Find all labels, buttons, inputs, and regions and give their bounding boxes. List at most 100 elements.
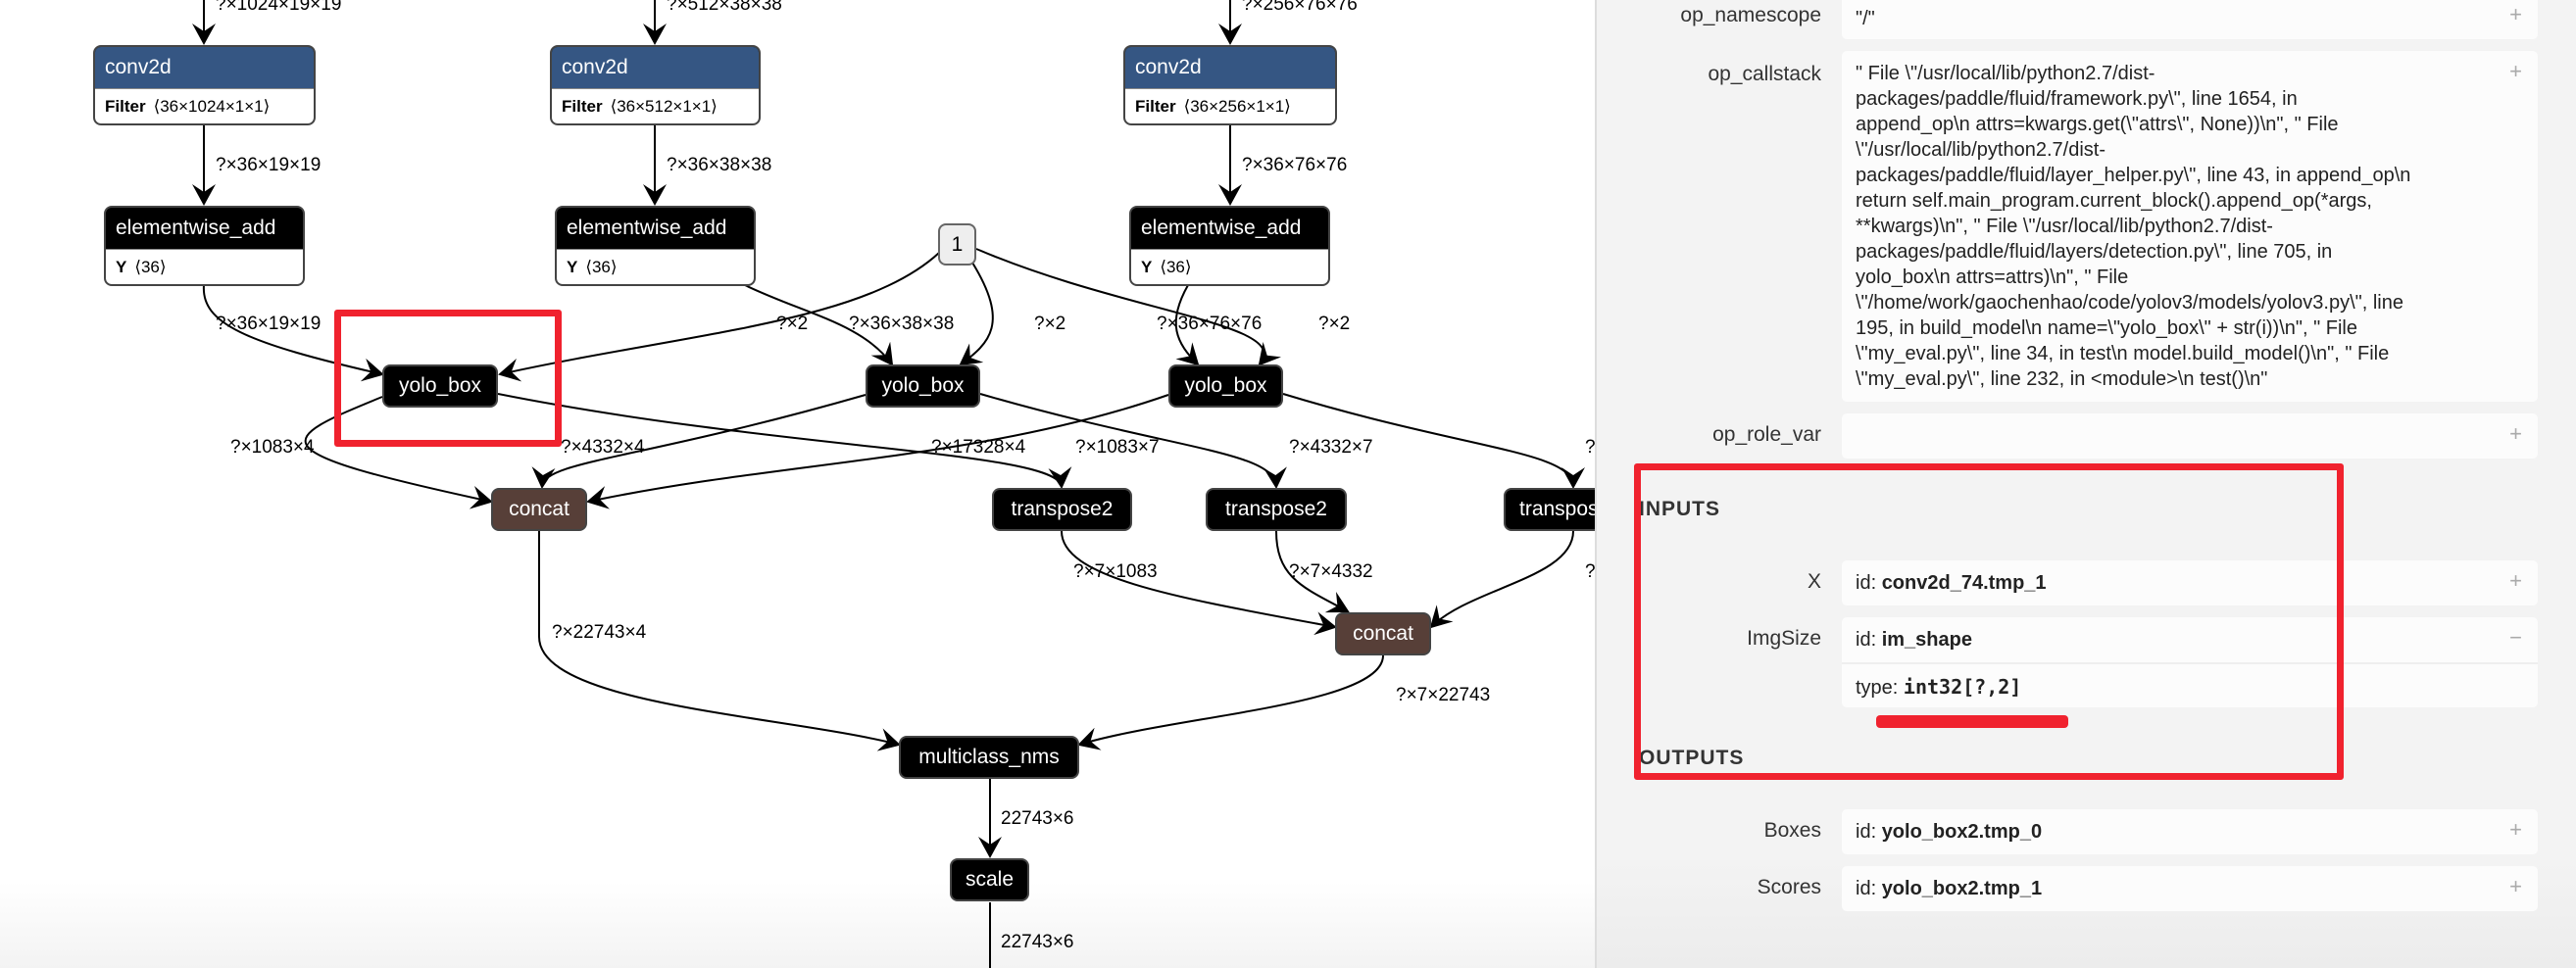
edge-label: ?×7×22743 [1396, 685, 1491, 705]
edge-label: ?×36×76×76 [1157, 314, 1263, 334]
attribute-name: op_callstack [1708, 63, 1821, 85]
edge-label: ?×256×76×76 [1242, 0, 1358, 15]
attribute-name: op_role_var [1712, 423, 1821, 446]
edge [498, 252, 940, 382]
callstack-line: \"/home/work/gaochenhao/code/yolov3/mode… [1856, 292, 2403, 314]
node-constant[interactable]: 1 [938, 223, 976, 266]
edge [1061, 530, 1337, 636]
highlight-box [1634, 463, 2344, 780]
node-yolo-box[interactable]: yolo_box [866, 364, 980, 408]
expand-icon[interactable]: + [2509, 59, 2522, 83]
attribute-value[interactable]: " File \"/usr/local/lib/python2.7/dist-p… [1842, 51, 2538, 402]
node-transpose2[interactable]: transpose2 [1206, 488, 1347, 531]
node-transpose2[interactable]: transpose2 [1504, 488, 1595, 531]
edge [497, 393, 1072, 489]
input-name: ImgSize [1747, 627, 1821, 650]
callstack-line: packages/paddle/fluid/layer_helper.py\",… [1856, 165, 2411, 186]
callstack-line: yolo_box\n attrs=attrs)\n", " File [1856, 266, 2129, 288]
edge-label: 22743×6 [1001, 932, 1074, 952]
edge-label: ?×7×1083 [1073, 561, 1158, 582]
edge [538, 531, 901, 751]
edge-label: ?×1083×4 [230, 437, 315, 458]
edge-label: ?×36×76×76 [1242, 155, 1348, 175]
edge [586, 394, 1169, 509]
edge-label: ? [1585, 437, 1595, 458]
edge-label: ?×7×4332 [1289, 561, 1373, 582]
edge-label: ?×2 [1318, 314, 1351, 334]
callstack-line: return self.main_program.current_block()… [1856, 190, 2372, 212]
attribute-value[interactable]: + [1842, 413, 2538, 459]
callstack-line: \"my_eval.py\", line 232, in <module>\n … [1856, 368, 2268, 390]
edge [1077, 654, 1384, 750]
edge [959, 262, 994, 366]
expand-icon[interactable]: + [2509, 568, 2522, 593]
input-name: X [1807, 570, 1821, 593]
edge-label: ?×2 [776, 314, 809, 334]
node-yolo-box[interactable]: yolo_box [1168, 364, 1283, 408]
node-concat[interactable]: concat [1335, 612, 1431, 655]
callstack-line: \"my_eval.py\", line 34, in test\n model… [1856, 343, 2390, 364]
properties-sidebar: op_namescope "/"+ op_callstack " File \"… [1595, 0, 2576, 968]
expand-icon[interactable]: + [2509, 2, 2522, 26]
edge-label: ? [1585, 561, 1595, 582]
edge [1174, 284, 1200, 366]
callstack-line: " File \"/usr/local/lib/python2.7/dist- [1856, 63, 2155, 84]
edge [744, 284, 894, 366]
attribute-value[interactable]: "/"+ [1842, 0, 2538, 39]
outputs-heading: OUTPUTS [1639, 747, 1745, 769]
edge-label: ?×36×19×19 [216, 155, 322, 175]
node-concat[interactable]: concat [491, 488, 587, 531]
edge-label: ?×4332×7 [1289, 437, 1373, 458]
edge-label: ?×512×38×38 [667, 0, 782, 15]
collapse-icon[interactable]: − [2509, 625, 2522, 650]
highlight-box [334, 310, 562, 447]
edge [1429, 530, 1574, 629]
edge-label: ?×17328×4 [931, 437, 1026, 458]
callstack-text: " File \"/usr/local/lib/python2.7/dist-p… [1842, 51, 2538, 402]
inputs-heading: INPUTS [1639, 498, 1721, 520]
expand-icon[interactable]: + [2509, 421, 2522, 446]
edge [975, 248, 1282, 366]
output-value[interactable]: id: yolo_box2.tmp_0+ [1842, 809, 2538, 854]
edge-label: ?×36×19×19 [216, 314, 322, 334]
graph-edges [192, 0, 1585, 968]
edge-label: ?×36×38×38 [667, 155, 772, 175]
highlight-underline [1876, 715, 2068, 728]
edge [304, 396, 493, 509]
node-yolo-box[interactable]: yolo_box [382, 364, 498, 408]
node-multiclass-nms[interactable]: multiclass_nms [899, 736, 1079, 779]
edge [979, 393, 1287, 489]
callstack-line: packages/paddle/fluid/layers/detection.p… [1856, 241, 2333, 263]
callstack-line: **kwargs)\n", " File \"/usr/local/lib/py… [1856, 216, 2273, 237]
edge-label: ?×36×38×38 [849, 314, 955, 334]
edge [1275, 530, 1350, 613]
expand-icon[interactable]: + [2509, 874, 2522, 898]
edge [1282, 393, 1585, 489]
edge-label: ?×2 [1034, 314, 1066, 334]
edge-label: ?×22743×4 [552, 622, 647, 643]
output-name: Scores [1757, 876, 1821, 898]
callstack-line: 195, in build_model\n name=\"yolo_box\" … [1856, 317, 2357, 339]
expand-icon[interactable]: + [2509, 817, 2522, 842]
edge-label: ?×1024×19×19 [216, 0, 342, 15]
edge-label: ?×1083×7 [1075, 437, 1160, 458]
node-transpose2[interactable]: transpose2 [992, 488, 1132, 531]
input-value[interactable]: id: conv2d_74.tmp_1+ [1842, 560, 2538, 605]
edge [531, 394, 867, 489]
callstack-line: \"/usr/local/lib/python2.7/dist- [1856, 139, 2105, 161]
callstack-line: packages/paddle/fluid/framework.py\", li… [1856, 88, 2298, 110]
output-name: Boxes [1763, 819, 1821, 842]
edge-label: ?×4332×4 [561, 437, 645, 458]
attribute-name: op_namescope [1680, 4, 1821, 26]
callstack-line: append_op\n attrs=kwargs.get(\"attrs\", … [1856, 114, 2339, 135]
output-value[interactable]: id: yolo_box2.tmp_1+ [1842, 866, 2538, 911]
node-scale[interactable]: scale [950, 858, 1029, 901]
